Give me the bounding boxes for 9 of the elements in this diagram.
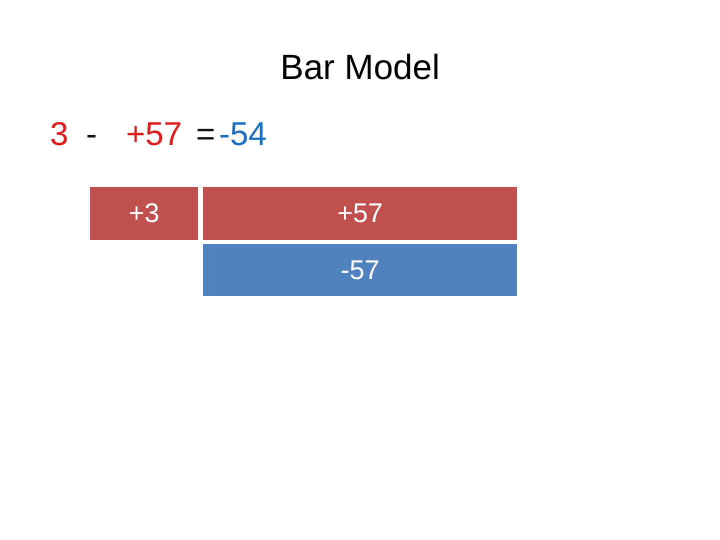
bar-segment: -57 <box>203 244 517 296</box>
bar-segment: +57 <box>203 187 517 240</box>
bar-segment: +3 <box>90 187 198 240</box>
number-text: -54 <box>219 117 267 150</box>
number-text: 3 <box>50 117 68 150</box>
number-text: +57 <box>126 117 182 150</box>
minus-sign: - <box>86 117 97 150</box>
equals-sign: = <box>196 117 216 150</box>
title: Bar Model <box>279 50 441 85</box>
